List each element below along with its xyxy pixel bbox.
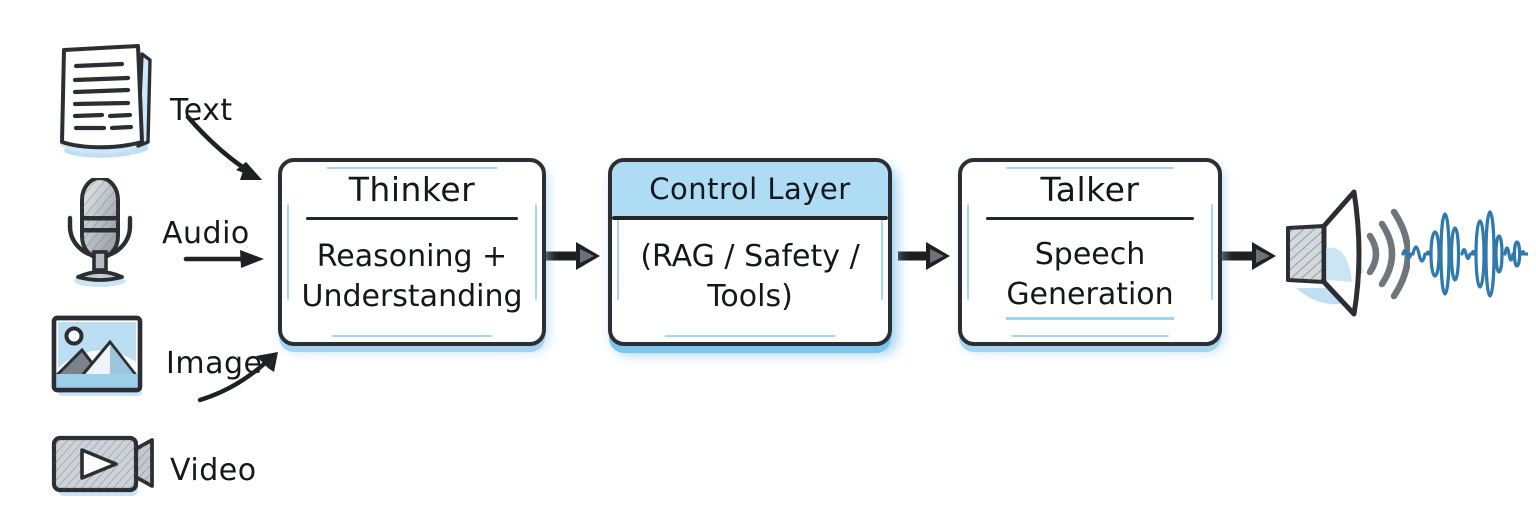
microphone-icon	[52, 176, 148, 292]
input-label-image: Image	[166, 345, 263, 381]
input-label-video: Video	[170, 452, 257, 488]
arrow-audio-to-thinker	[183, 250, 264, 268]
arrow-image-to-thinker	[197, 352, 278, 403]
input-row-image: Image	[46, 310, 262, 408]
input-label-audio: Audio	[162, 215, 250, 251]
node-control-layer-divider	[612, 216, 888, 220]
node-thinker-title: Thinker	[348, 170, 476, 209]
node-control-layer-subtitle: (RAG / Safety / Tools)	[640, 238, 860, 315]
input-row-audio: Audio	[52, 176, 250, 292]
input-row-video: Video	[46, 428, 257, 508]
document-icon	[52, 38, 156, 164]
speaker-icon	[1278, 186, 1412, 330]
node-thinker-divider	[306, 217, 518, 220]
video-camera-icon	[46, 428, 158, 508]
node-thinker[interactable]: Thinker Reasoning + Understanding	[278, 158, 546, 346]
arrow-control-to-talker	[898, 242, 950, 270]
node-thinker-subtitle: Reasoning + Understanding	[301, 238, 523, 315]
node-talker-divider	[986, 217, 1194, 220]
node-talker-subtitle-line2: Generation	[1006, 275, 1174, 320]
audio-waveform-icon	[1400, 204, 1530, 308]
picture-icon	[46, 310, 154, 408]
input-row-text: Text	[52, 38, 233, 164]
node-talker-title: Talker	[1040, 170, 1140, 209]
node-control-layer-title: Control Layer	[612, 162, 888, 216]
node-talker-subtitle-line1: Speech	[1034, 236, 1146, 272]
node-talker-subtitle: Speech Generation	[962, 220, 1218, 342]
arrow-text-to-thinker	[185, 114, 262, 180]
input-label-text: Text	[170, 92, 233, 128]
node-control-layer[interactable]: Control Layer (RAG / Safety / Tools)	[608, 158, 892, 346]
node-talker[interactable]: Talker Speech Generation	[958, 158, 1222, 346]
arrow-talker-to-speaker	[1222, 242, 1276, 270]
arrow-thinker-to-control	[546, 242, 600, 270]
